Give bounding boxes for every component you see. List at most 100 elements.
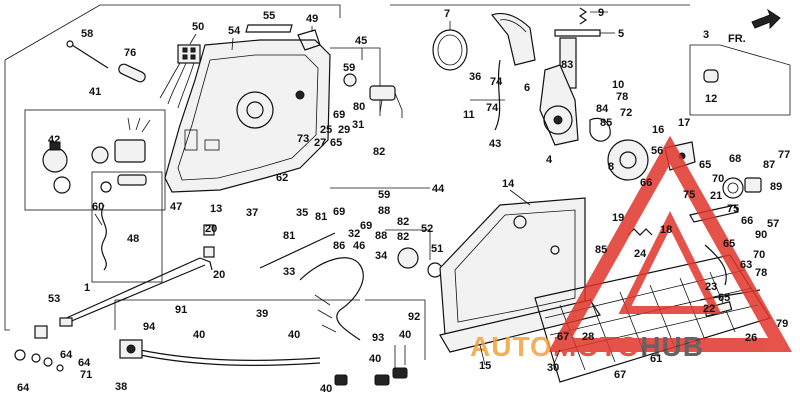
callout-86: 86: [333, 240, 345, 252]
grommets-20-shape: [203, 224, 215, 258]
callout-88: 88: [378, 205, 390, 217]
callout-25: 25: [320, 124, 332, 136]
callout-57: 57: [767, 218, 779, 230]
callout-64: 64: [78, 357, 91, 369]
callout-27: 27: [314, 137, 326, 149]
callout-83: 83: [561, 59, 573, 71]
callout-60: 60: [92, 201, 104, 213]
callout-55: 55: [263, 10, 275, 22]
callout-67: 67: [557, 331, 569, 343]
callout-64: 64: [60, 349, 73, 361]
callout-77: 77: [778, 149, 790, 161]
callout-17: 17: [678, 117, 690, 129]
clip-49-shape: [297, 29, 321, 51]
callout-85: 85: [600, 117, 612, 129]
callout-42: 42: [48, 134, 60, 146]
callout-1: 1: [84, 282, 90, 294]
callout-53: 53: [48, 293, 60, 305]
callout-73: 73: [297, 133, 309, 145]
callout-33: 33: [283, 266, 295, 278]
callout-58: 58: [81, 28, 93, 40]
callout-61: 61: [650, 353, 662, 365]
lanyard-switch-shape: [100, 174, 147, 271]
callout-69: 69: [333, 206, 345, 218]
callout-45: 45: [355, 35, 367, 47]
base-plate-15-shape: [439, 299, 601, 353]
callout-87: 87: [763, 159, 775, 171]
callout-14: 14: [502, 178, 515, 190]
callout-28: 28: [582, 331, 594, 343]
callout-30: 30: [547, 362, 559, 374]
callout-93: 93: [372, 332, 384, 344]
callout-10: 10: [612, 79, 624, 91]
callout-56: 56: [651, 145, 663, 157]
callout-64: 64: [17, 382, 30, 394]
callout-labels: 58 76 50 54 55 49 45 59 80 41 42 69 25 2…: [17, 7, 790, 395]
ignition-switch-41-shape: [42, 117, 151, 194]
bolt-58-shape: [66, 40, 109, 69]
callout-3: 3: [703, 29, 709, 41]
callout-74: 74: [490, 76, 503, 88]
callout-32: 32: [348, 228, 360, 240]
washer-8-shape: [589, 117, 611, 142]
cables-shape: [59, 257, 213, 327]
cap-87-shape: [744, 177, 762, 193]
arm-4-shape: [539, 64, 579, 146]
watermark-moto: MOTO: [553, 331, 640, 362]
small-hardware-shape: [14, 325, 64, 372]
control-housing-shape: [164, 39, 331, 193]
callout-90: 90: [755, 229, 767, 241]
callout-23: 23: [705, 281, 717, 293]
sleeve-76-shape: [118, 63, 146, 83]
callout-46: 46: [353, 240, 365, 252]
callout-44: 44: [432, 183, 445, 195]
callout-37: 37: [246, 207, 258, 219]
leader-lines: [94, 11, 615, 367]
watermark-triangle-outer: [548, 135, 792, 352]
watermark-text: AUTOMOTOHUB: [470, 331, 704, 362]
callout-15: 15: [479, 360, 491, 372]
callout-59: 59: [343, 62, 355, 74]
front-direction-label: FR.: [728, 33, 746, 45]
callout-40: 40: [320, 383, 332, 395]
callout-63: 63: [740, 259, 752, 271]
callout-65: 65: [718, 292, 730, 304]
callout-81: 81: [283, 230, 295, 242]
front-arrow-icon: [751, 8, 781, 30]
callout-89: 89: [770, 181, 782, 193]
callout-74: 74: [486, 102, 499, 114]
callout-21: 21: [710, 190, 722, 202]
callout-19: 19: [612, 212, 624, 224]
callout-13: 13: [210, 203, 222, 215]
callout-76: 76: [124, 47, 136, 59]
callout-47: 47: [170, 201, 182, 213]
callout-39: 39: [256, 308, 268, 320]
ring-68-shape: [722, 177, 744, 199]
knob-12-shape: [703, 69, 719, 83]
callout-94: 94: [143, 321, 156, 333]
callout-66: 66: [741, 215, 753, 227]
callout-35: 35: [296, 207, 308, 219]
callout-82: 82: [373, 146, 385, 158]
callout-52: 52: [421, 223, 433, 235]
callout-72: 72: [620, 107, 632, 119]
callout-80: 80: [353, 101, 365, 113]
frame-lines: [4, 4, 791, 360]
gear-plate-16-shape: [607, 139, 649, 181]
callout-31: 31: [352, 119, 364, 131]
callout-70: 70: [712, 173, 724, 185]
bracket-38-shape: [119, 339, 143, 359]
callout-81: 81: [315, 211, 327, 223]
callout-88: 88: [375, 230, 387, 242]
callout-26: 26: [745, 332, 757, 344]
callout-82: 82: [397, 216, 409, 228]
callout-67: 67: [614, 369, 626, 381]
handle-6-shape: [491, 12, 536, 66]
wire-43-shape: [470, 59, 505, 131]
callout-12: 12: [705, 93, 717, 105]
callout-78: 78: [616, 91, 628, 103]
callout-78: 78: [755, 267, 767, 279]
callout-54: 54: [228, 25, 241, 37]
callout-20: 20: [205, 223, 217, 235]
